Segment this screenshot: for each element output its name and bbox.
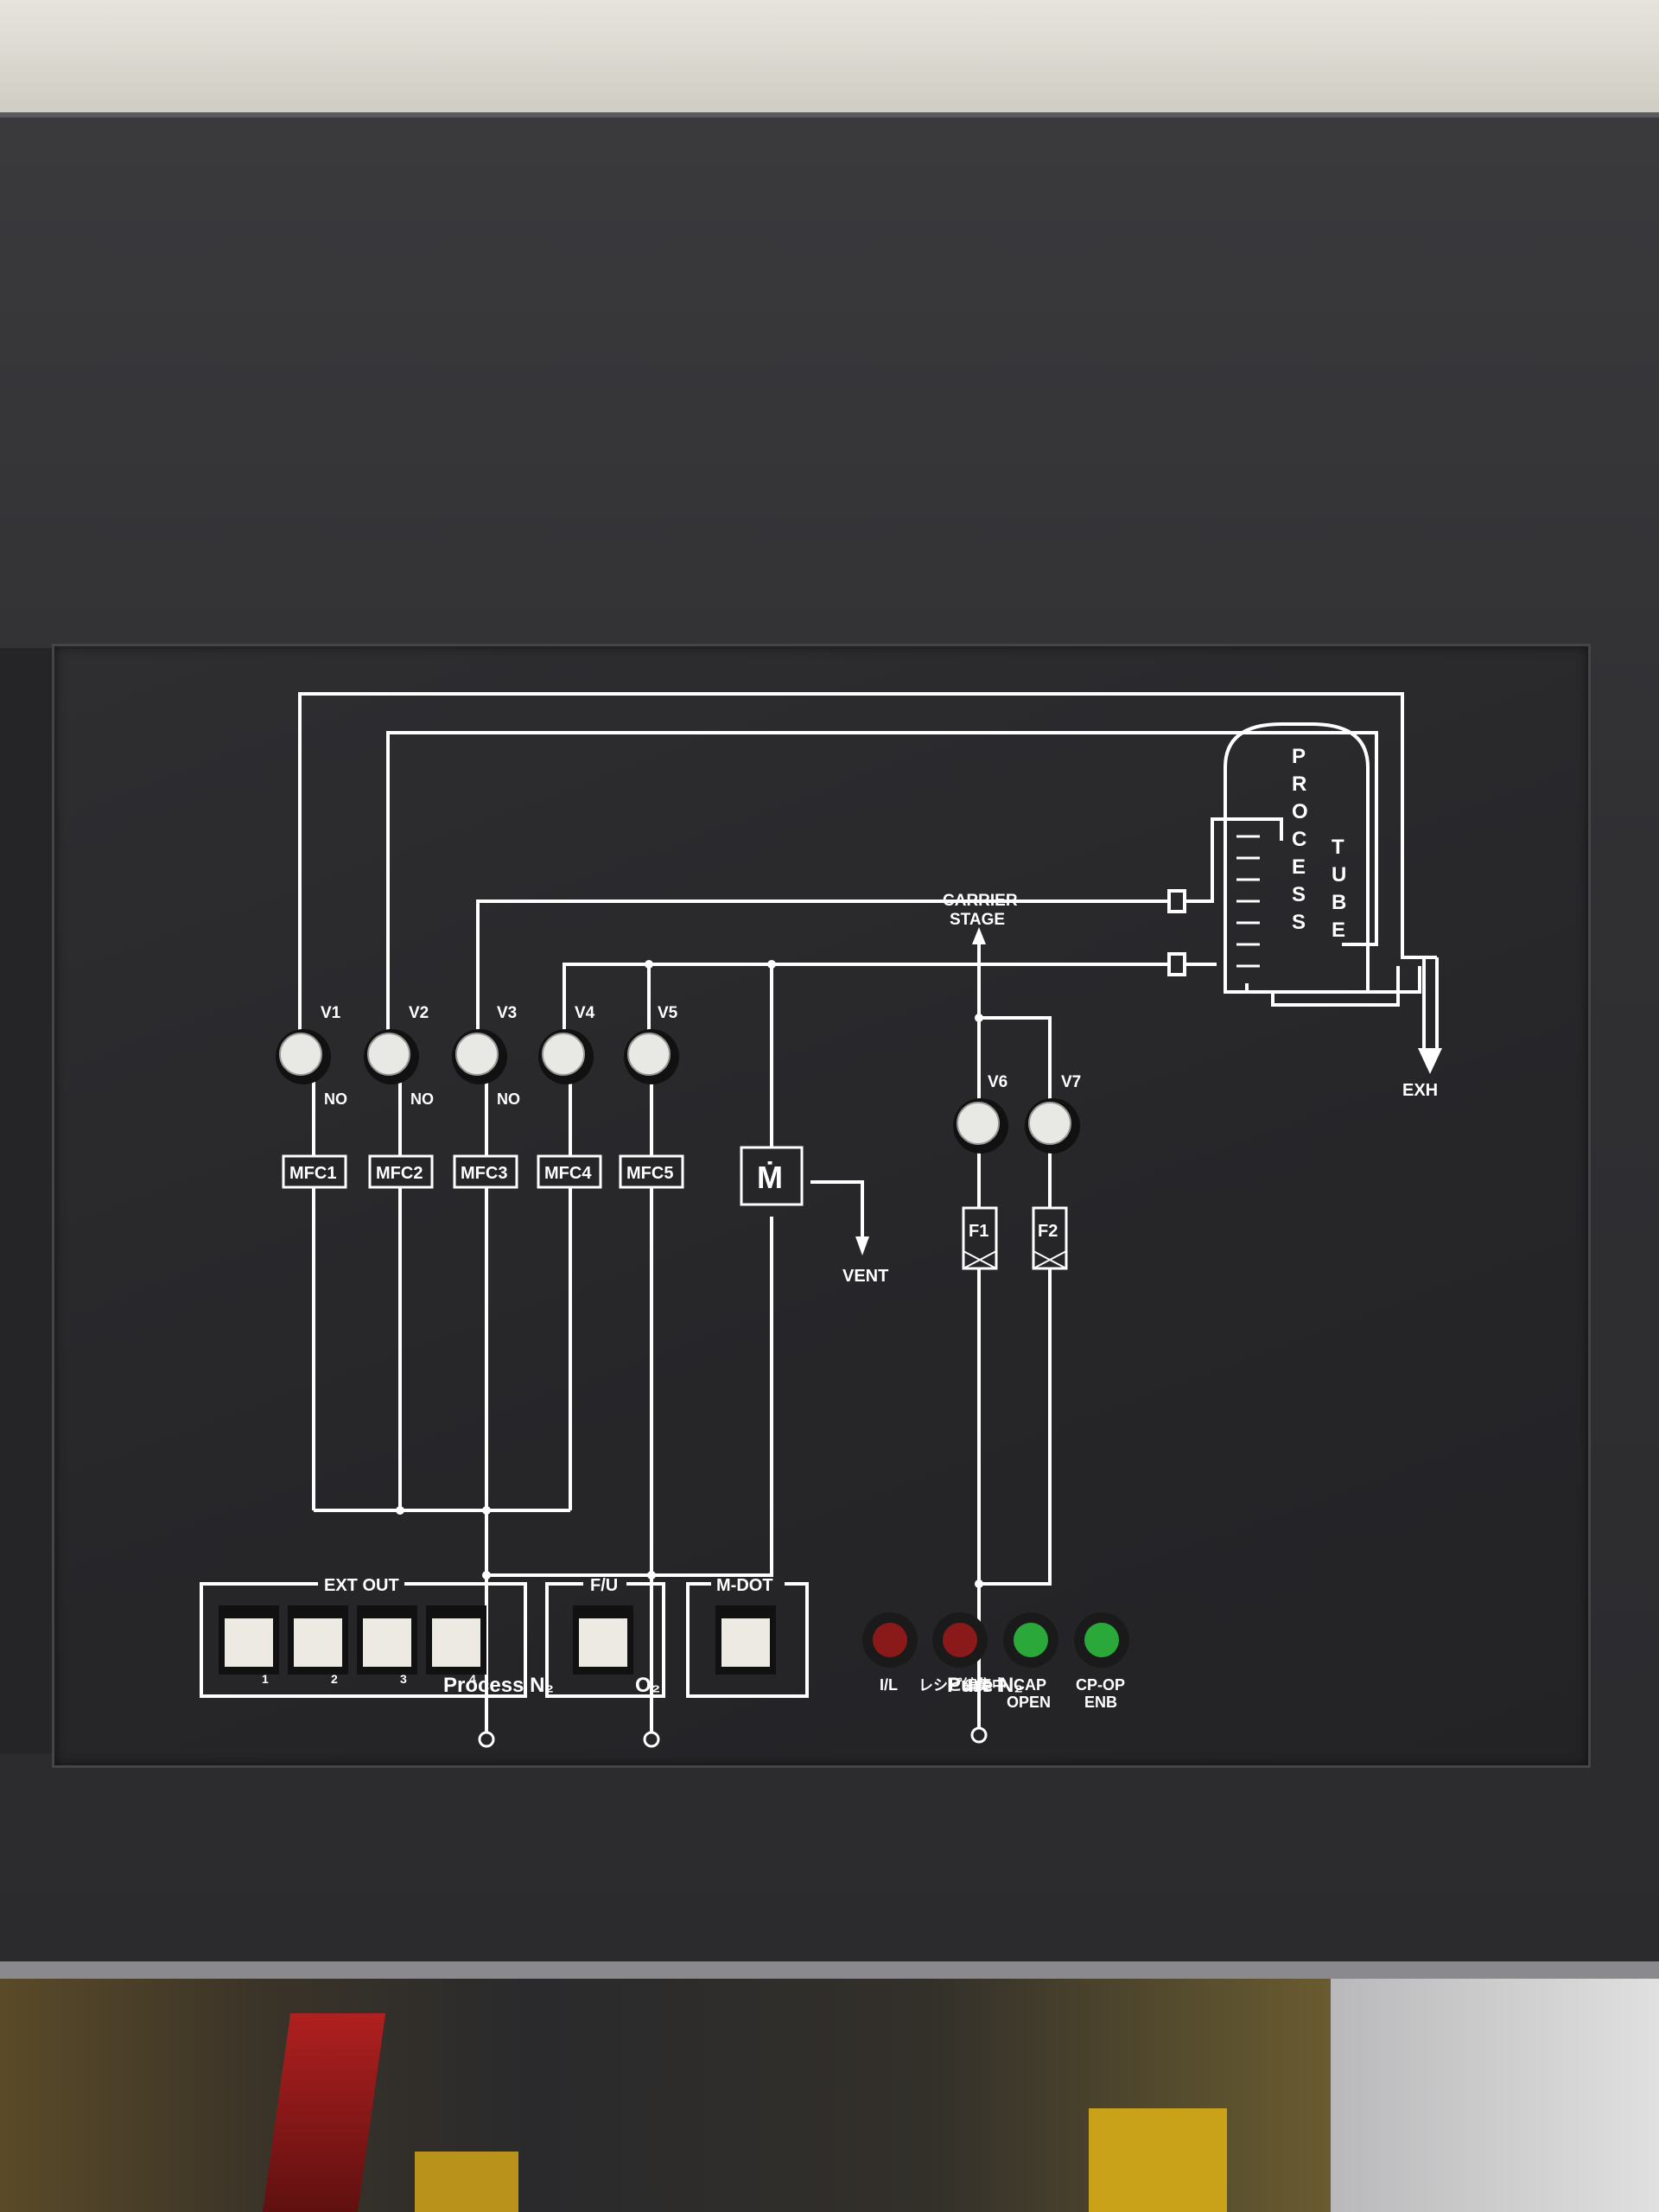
reflection-yellow (1089, 2108, 1227, 2212)
v2-line (386, 731, 1378, 1044)
viewing-window (0, 1979, 1331, 2212)
mfc3-label: MFC3 (461, 1164, 507, 1183)
tube-letter-1: R (1292, 772, 1306, 796)
tube-letter-u: U (1332, 863, 1346, 887)
v4-line (563, 963, 1169, 1044)
gas-flow-control-panel: P R O C E S S T U B E V1 NO V2 NO V3 NO … (52, 644, 1591, 1768)
m-dot-group: M-DOT (686, 1576, 809, 1698)
ext-out-button-2-label: 2 (331, 1672, 338, 1686)
indicator-cp-op-enb: CP-OP ENB (1074, 1612, 1129, 1711)
indicator-cp-op-enb-label-2: ENB (1084, 1694, 1117, 1711)
ext-out-button-3-label: 3 (400, 1672, 407, 1686)
mass-flow-meter-box (740, 1146, 804, 1206)
mfc1-label: MFC1 (289, 1164, 336, 1183)
ext-out-button-2[interactable]: 2 (288, 1605, 348, 1686)
tube-letter-e: E (1332, 918, 1345, 942)
process-n2-label: Process N₂ (443, 1674, 554, 1697)
fu-group: F/U (545, 1576, 665, 1698)
o2-label: O₂ (635, 1674, 660, 1697)
valve-v3-state: NO (497, 1090, 520, 1108)
valve-v7-label: V7 (1061, 1073, 1081, 1091)
valve-v7[interactable]: V7 (1025, 1073, 1081, 1154)
mfc2-label: MFC2 (376, 1164, 423, 1183)
process-tube: P R O C E S S T U B E (1224, 722, 1370, 994)
v1-line (298, 692, 1437, 1044)
tube-letter-6: S (1292, 911, 1306, 934)
gas-flow-diagram: P R O C E S S T U B E V1 NO V2 NO V3 NO … (276, 692, 1442, 1748)
ext-out-button-1[interactable]: 1 (219, 1605, 279, 1686)
fu-title: F/U (590, 1576, 618, 1595)
tube-letter-0: P (1292, 745, 1306, 768)
vent-label: VENT (842, 1267, 888, 1286)
indicator-cap-open-label-1: CAP (1014, 1676, 1046, 1694)
indicator-il-label: I/L (880, 1676, 898, 1694)
ext-out-group: EXT OUT 1 2 3 4 (200, 1576, 527, 1698)
reflection-yellow-2 (415, 2152, 518, 2212)
carrier-arrow (972, 927, 986, 944)
control-buttons-layer: EXT OUT 1 2 3 4 F/U M-DOT (200, 1576, 1129, 1711)
valve-v2-state: NO (410, 1090, 434, 1108)
filter-f1-label: F1 (969, 1222, 988, 1241)
valve-v1-state: NO (324, 1090, 347, 1108)
indicator-cap-open-lamp (1014, 1623, 1048, 1657)
valve-v4-label: V4 (575, 1004, 595, 1022)
ext-out-button-3[interactable]: 3 (357, 1605, 417, 1686)
mfc4-label: MFC4 (544, 1164, 592, 1183)
valve-v6-label: V6 (988, 1073, 1007, 1091)
exhaust-label: EXH (1402, 1081, 1438, 1100)
valve-v1[interactable]: V1 NO (276, 1004, 347, 1108)
vent-arrow (855, 1236, 869, 1255)
valve-v2[interactable]: V2 NO (364, 1004, 434, 1108)
wall-background (0, 0, 1659, 112)
ext-out-title: EXT OUT (324, 1576, 399, 1595)
indicator-recipe-edit: レシピ編集中 (918, 1612, 1007, 1694)
tube-letter-t: T (1332, 836, 1344, 859)
tube-letter-5: S (1292, 883, 1306, 906)
indicator-recipe-edit-lamp (943, 1623, 977, 1657)
valve-v5[interactable]: V5 (624, 1004, 679, 1084)
valve-v6[interactable]: V6 (953, 1073, 1008, 1154)
indicator-cap-open-label-2: OPEN (1007, 1694, 1051, 1711)
ext-out-button-4[interactable]: 4 (426, 1605, 486, 1686)
filter-f1: F1 (962, 1206, 998, 1270)
indicator-recipe-edit-label: レシピ編集中 (918, 1676, 1007, 1694)
carrier-stage-label-2: STAGE (950, 911, 1005, 929)
valve-v4[interactable]: V4 (538, 1004, 595, 1084)
tube-letter-4: E (1292, 855, 1306, 879)
filter-f2: F2 (1032, 1206, 1068, 1270)
v3-line (476, 899, 1169, 1044)
fu-button[interactable] (573, 1605, 633, 1675)
indicator-cp-op-enb-label-1: CP-OP (1076, 1676, 1125, 1694)
carrier-stage-label-1: CARRIER (943, 892, 1018, 910)
ext-out-button-4-label: 4 (469, 1672, 476, 1686)
m-dot-button[interactable] (715, 1605, 776, 1675)
mfc5-label: MFC5 (626, 1164, 673, 1183)
indicator-il-lamp (873, 1623, 907, 1657)
filter-f2-label: F2 (1038, 1222, 1058, 1241)
cabinet-side (0, 648, 54, 1754)
reflection-red (262, 2013, 386, 2212)
ext-out-button-1-label: 1 (262, 1672, 269, 1686)
valve-v1-label: V1 (321, 1004, 341, 1022)
tube-letter-2: O (1292, 800, 1308, 823)
indicator-cp-op-enb-lamp (1084, 1623, 1119, 1657)
valve-v3[interactable]: V3 NO (452, 1004, 520, 1108)
exhaust-arrow (1418, 1048, 1442, 1074)
window-frame (1331, 1979, 1659, 2212)
indicator-cap-open: CAP OPEN (1003, 1612, 1058, 1711)
valve-v3-label: V3 (497, 1004, 517, 1022)
cabinet-bottom-trim (0, 1961, 1659, 1979)
tube-letter-b: B (1332, 891, 1346, 914)
pure-n2-label: Pure N₂ (947, 1674, 1023, 1697)
mass-flow-meter-label: Ṁ (757, 1160, 783, 1195)
m-dot-title: M-DOT (716, 1576, 773, 1595)
tube-letter-3: C (1292, 828, 1306, 851)
valve-v5-label: V5 (658, 1004, 678, 1022)
indicator-il: I/L (862, 1612, 918, 1694)
valve-v2-label: V2 (409, 1004, 429, 1022)
